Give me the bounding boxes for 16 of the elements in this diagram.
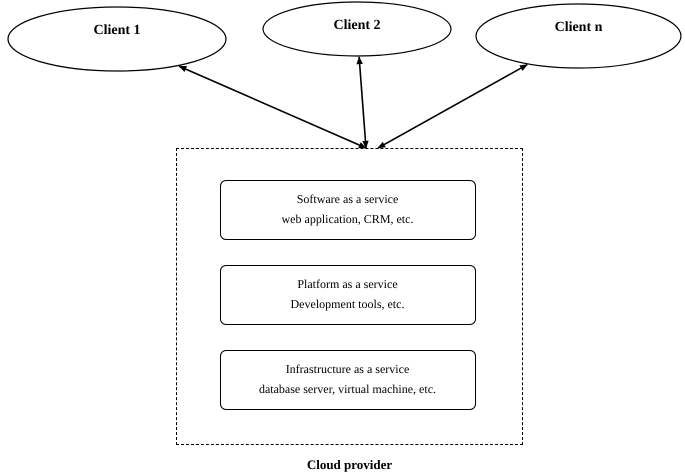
service-title: Platform as a service xyxy=(297,277,398,292)
service-title: Infrastructure as a service xyxy=(286,362,410,377)
service-title: Software as a service xyxy=(296,192,398,207)
service-box xyxy=(220,180,476,240)
client-label: Client 1 xyxy=(93,22,141,40)
service-box xyxy=(220,264,476,324)
service-examples: database server, virtual machine, etc. xyxy=(258,382,436,397)
service-examples: Development tools, etc. xyxy=(290,297,404,312)
double-arrow xyxy=(377,64,528,149)
service-examples: web application, CRM, etc. xyxy=(282,212,414,227)
double-arrow xyxy=(178,65,367,149)
group-heading: Cloud provider xyxy=(306,456,392,473)
service-box xyxy=(220,350,476,410)
client-label: Client n xyxy=(554,19,602,37)
client-label: Client 2 xyxy=(333,17,381,35)
double-arrow xyxy=(356,56,369,149)
